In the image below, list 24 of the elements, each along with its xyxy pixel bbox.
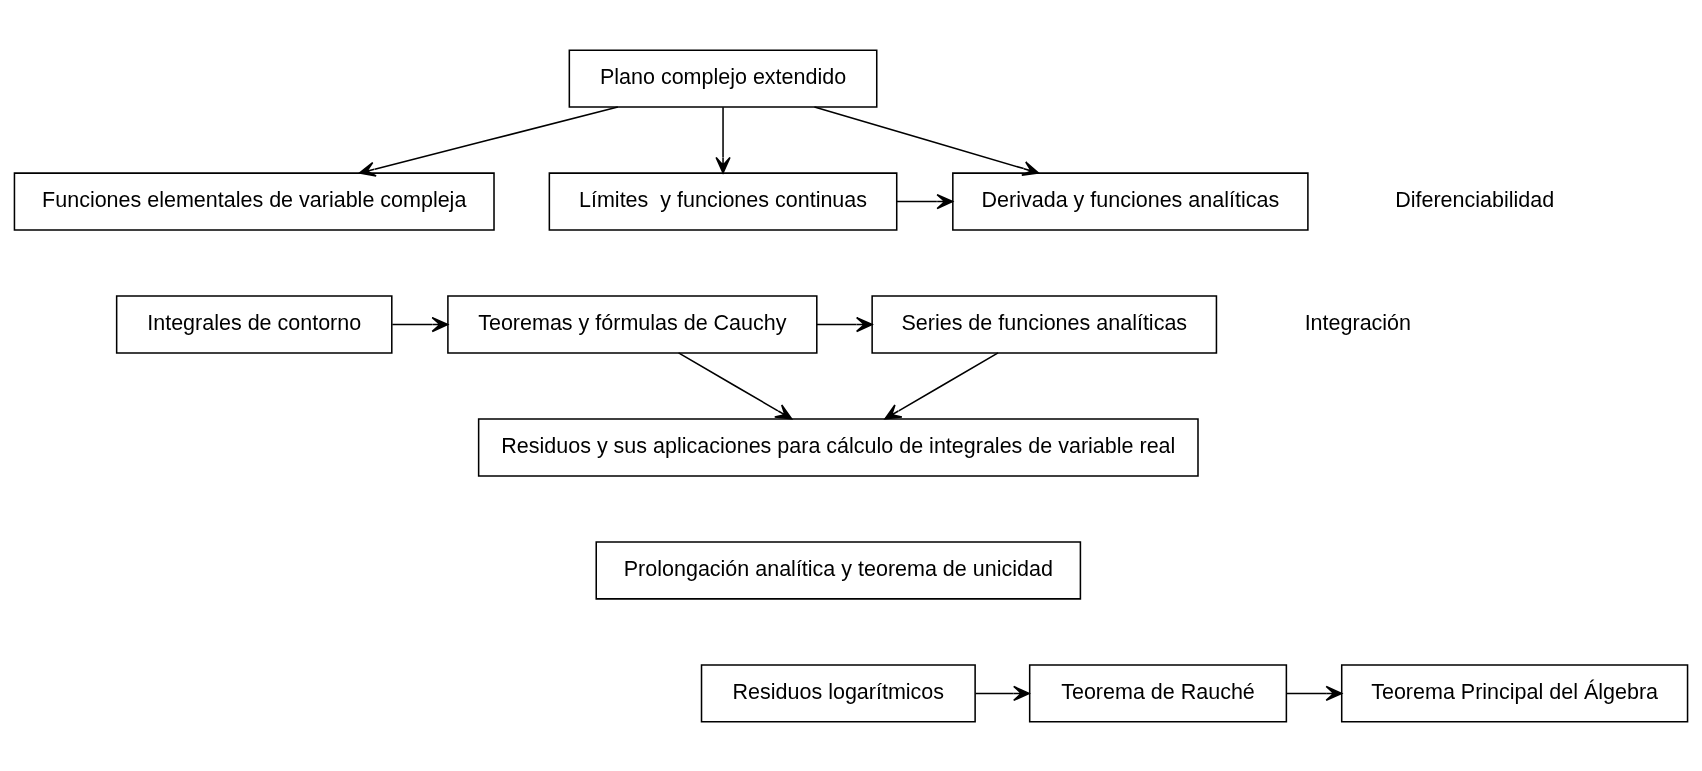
arrow [884, 351, 999, 419]
node-box: Integrales de contorno [115, 294, 393, 354]
arrow [358, 105, 619, 177]
node-box: Límites y funciones continuas [548, 171, 898, 231]
arrow [974, 685, 1030, 701]
arrow [715, 106, 731, 174]
node-box: Residuos y sus aplicaciones para cálculo de integrales de variable real [477, 417, 1199, 477]
node-box: Residuos logarítmicos [700, 663, 976, 723]
arrow [1286, 685, 1343, 701]
arrow [896, 193, 954, 209]
arrow [816, 316, 873, 332]
node-box: Funciones elementales de variable compleja [13, 171, 495, 231]
node-box: Plano complejo extendido [568, 48, 878, 108]
node-box: Series de funciones analíticas [871, 294, 1218, 354]
arrow [391, 316, 449, 332]
node-box: Teorema Principal del Álgebra [1340, 663, 1689, 723]
node-box: Teoremas y fórmulas de Cauchy [447, 294, 818, 354]
arrow [813, 105, 1040, 176]
node-box: Teorema de Rauché [1028, 663, 1288, 723]
node-box: Prolongación analítica y teorema de unicidad [595, 540, 1082, 600]
label: Diferenciabilidad [1395, 187, 1555, 212]
label: Integración [1304, 310, 1412, 335]
arrow [677, 351, 793, 419]
node-box: Derivada y funciones analíticas [952, 171, 1309, 231]
